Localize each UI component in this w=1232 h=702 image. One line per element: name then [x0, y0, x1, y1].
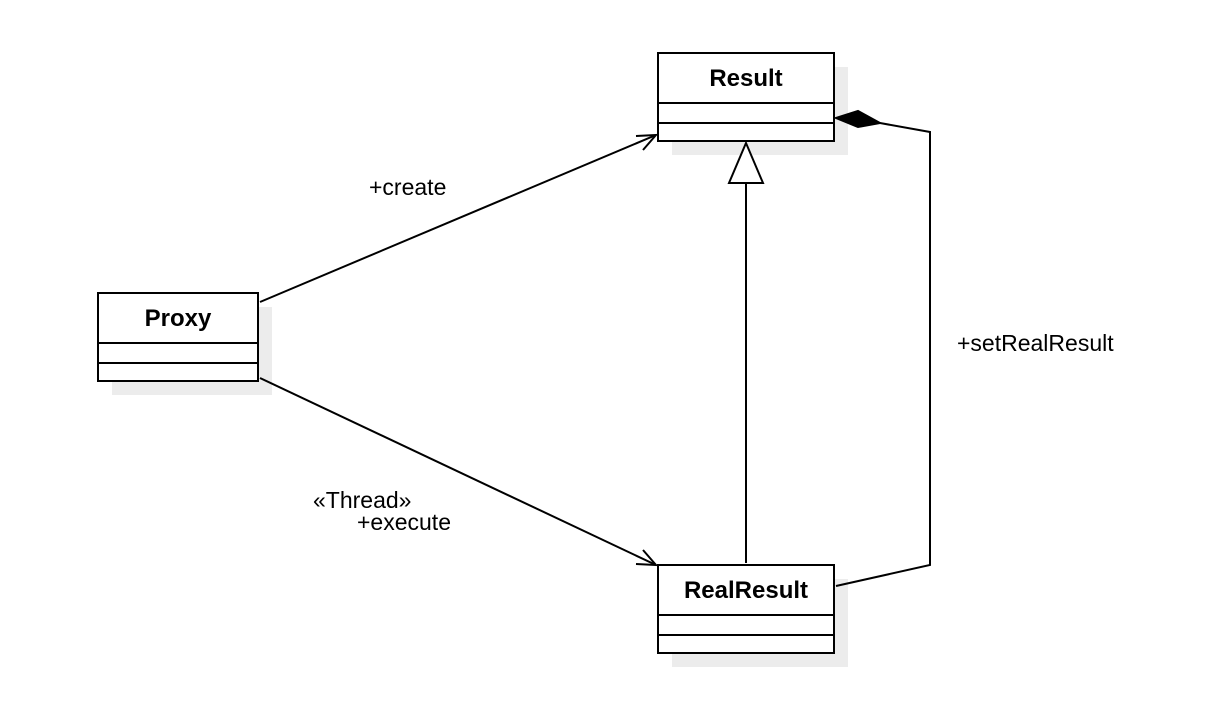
relation-generalization[interactable]	[727, 140, 765, 563]
relation-execute[interactable]: «Thread» +execute	[259, 377, 659, 567]
relation-set-real-result[interactable]: +setRealResult	[833, 109, 1114, 587]
execute-label: +execute	[357, 509, 451, 535]
class-result-name: Result	[709, 65, 782, 92]
class-real-result-name: RealResult	[684, 577, 808, 604]
class-result[interactable]: Result	[657, 52, 848, 155]
class-proxy[interactable]: Proxy	[97, 292, 272, 395]
create-line	[259, 134, 657, 303]
create-label: +create	[369, 174, 446, 200]
class-proxy-name: Proxy	[145, 305, 212, 332]
class-real-result[interactable]: RealResult	[657, 564, 848, 667]
execute-arrowhead	[635, 549, 659, 567]
composition-diamond-icon	[833, 109, 883, 129]
class-real-result-box	[657, 564, 835, 654]
relation-create[interactable]: +create	[259, 133, 659, 303]
set-real-result-label: +setRealResult	[957, 330, 1114, 356]
generalization-triangle-icon	[727, 140, 765, 184]
class-proxy-box	[97, 292, 259, 382]
create-arrowhead	[635, 133, 659, 151]
set-real-result-line	[835, 122, 931, 587]
execute-line	[259, 377, 657, 566]
execute-stereotype: «Thread»	[313, 487, 411, 513]
class-result-box	[657, 52, 835, 142]
